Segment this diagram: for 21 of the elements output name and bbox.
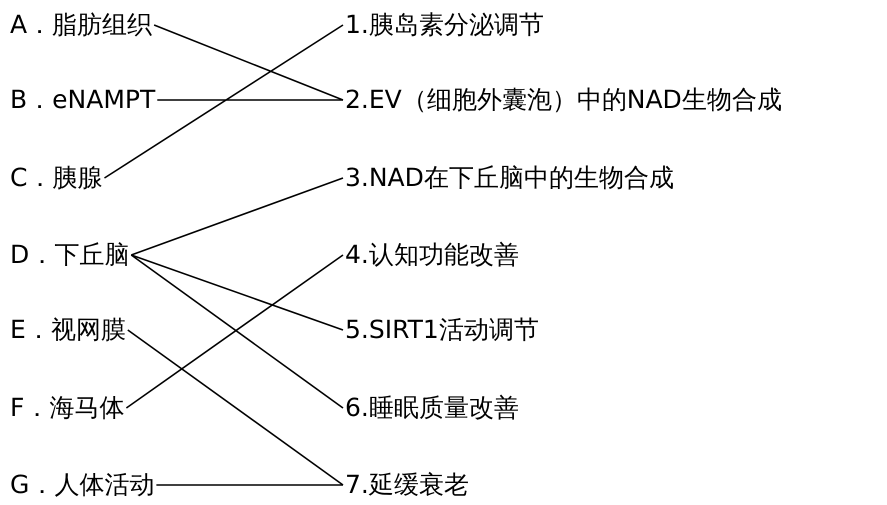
item-text: 2.EV（细胞外囊泡）中的NAD生物合成 (345, 85, 782, 115)
connector-line (157, 99, 343, 101)
item-text: 1.胰岛素分泌调节 (345, 10, 544, 40)
connector-line (131, 177, 344, 256)
item-text: G．人体活动 (10, 470, 154, 500)
item-text: 4.认知功能改善 (345, 240, 519, 270)
item-text: 6.睡眠质量改善 (345, 393, 519, 423)
connector-line (127, 329, 344, 486)
connector-line (156, 484, 343, 486)
connector-line (154, 24, 344, 101)
item-text: 3.NAD在下丘脑中的生物合成 (345, 163, 674, 193)
item-text: 5.SIRT1活动调节 (345, 315, 539, 345)
connector-line (104, 24, 344, 179)
item-text: 7.延缓衰老 (345, 470, 469, 500)
item-text: D．下丘脑 (10, 240, 130, 270)
item-text: F．海马体 (10, 393, 124, 423)
item-text: A．脂肪组织 (10, 10, 152, 40)
item-text: C．胰腺 (10, 163, 102, 193)
item-text: B．eNAMPT (10, 85, 156, 115)
item-text: E．视网膜 (10, 315, 126, 345)
connector-line (131, 254, 344, 331)
